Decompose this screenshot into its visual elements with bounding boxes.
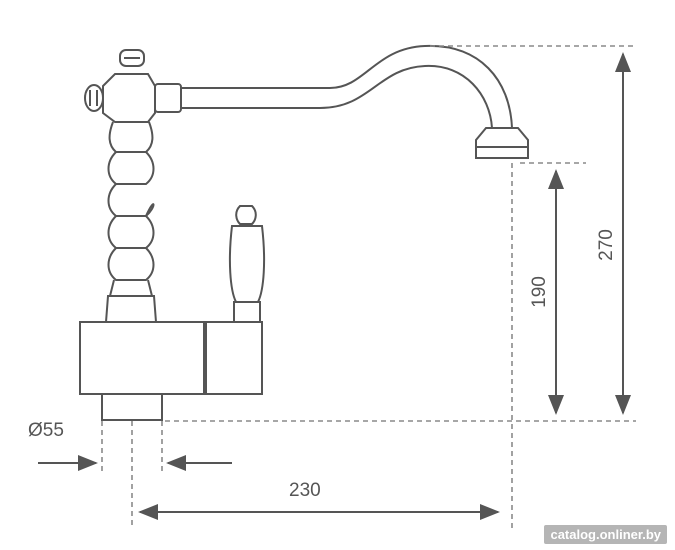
reach-label: 230 <box>289 480 321 501</box>
aerator <box>475 127 529 159</box>
faucet-outline <box>79 44 529 421</box>
handle-housing <box>203 321 263 395</box>
top-knob <box>119 49 145 67</box>
extension-lines <box>101 45 636 528</box>
total-height-label: 270 <box>596 229 617 261</box>
spout-height-label: 190 <box>529 276 550 308</box>
column-head <box>102 73 156 123</box>
shank <box>101 394 163 421</box>
ribbed-column <box>107 121 155 297</box>
spout-collar <box>154 83 182 113</box>
base-ring <box>104 295 158 323</box>
valve-body <box>79 321 207 395</box>
diameter-label: Ø55 <box>28 420 64 441</box>
watermark: catalog.onliner.by <box>544 525 667 544</box>
side-knob <box>84 84 104 112</box>
lever-handle <box>228 205 266 323</box>
dimension-lines <box>38 52 631 520</box>
spout <box>181 44 513 129</box>
